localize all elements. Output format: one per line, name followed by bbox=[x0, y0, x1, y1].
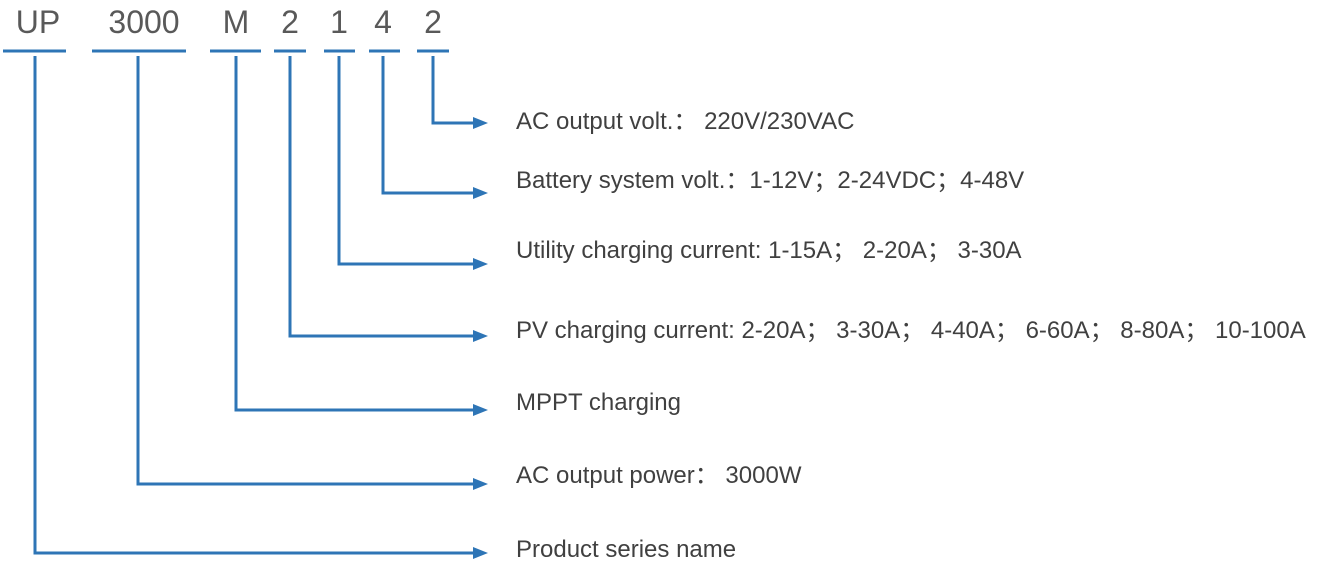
code-segment-series: UP bbox=[16, 4, 60, 40]
desc-ac-output-power: AC output power： 3000W bbox=[516, 462, 802, 489]
arrowhead-series bbox=[473, 547, 488, 559]
arrowhead-battery-volt bbox=[473, 187, 488, 199]
leader-series bbox=[33, 56, 475, 555]
arrowhead-mppt bbox=[473, 404, 488, 416]
desc-battery-system-volt: Battery system volt.：1-12V；2-24VDC；4-48V bbox=[516, 167, 1024, 194]
arrowhead-power bbox=[473, 478, 488, 490]
desc-ac-output-volt: AC output volt.： 220V/230VAC bbox=[516, 108, 854, 135]
code-segment-power: 3000 bbox=[108, 4, 179, 40]
desc-product-series-name: Product series name bbox=[516, 536, 736, 563]
leader-pv-current bbox=[288, 56, 475, 338]
desc-utility-charging-current: Utility charging current: 1-15A； 2-20A； … bbox=[516, 237, 1022, 264]
arrowhead-ac-volt bbox=[473, 117, 488, 129]
leader-power bbox=[136, 56, 475, 486]
arrowhead-utility-current bbox=[473, 258, 488, 270]
code-segment-utility-current: 1 bbox=[330, 4, 348, 40]
leader-ac-volt bbox=[431, 56, 475, 125]
code-segment-mppt: M bbox=[223, 4, 250, 40]
desc-pv-charging-current: PV charging current: 2-20A； 3-30A； 4-40A… bbox=[516, 317, 1306, 344]
code-segment-battery-volt: 4 bbox=[374, 4, 392, 40]
code-segment-ac-volt: 2 bbox=[424, 4, 442, 40]
leader-utility-current bbox=[337, 56, 475, 266]
leader-mppt bbox=[234, 56, 475, 412]
leader-battery-volt bbox=[381, 56, 475, 195]
desc-mppt-charging: MPPT charging bbox=[516, 389, 681, 416]
arrowhead-pv-current bbox=[473, 330, 488, 342]
code-segment-pv-current: 2 bbox=[281, 4, 299, 40]
